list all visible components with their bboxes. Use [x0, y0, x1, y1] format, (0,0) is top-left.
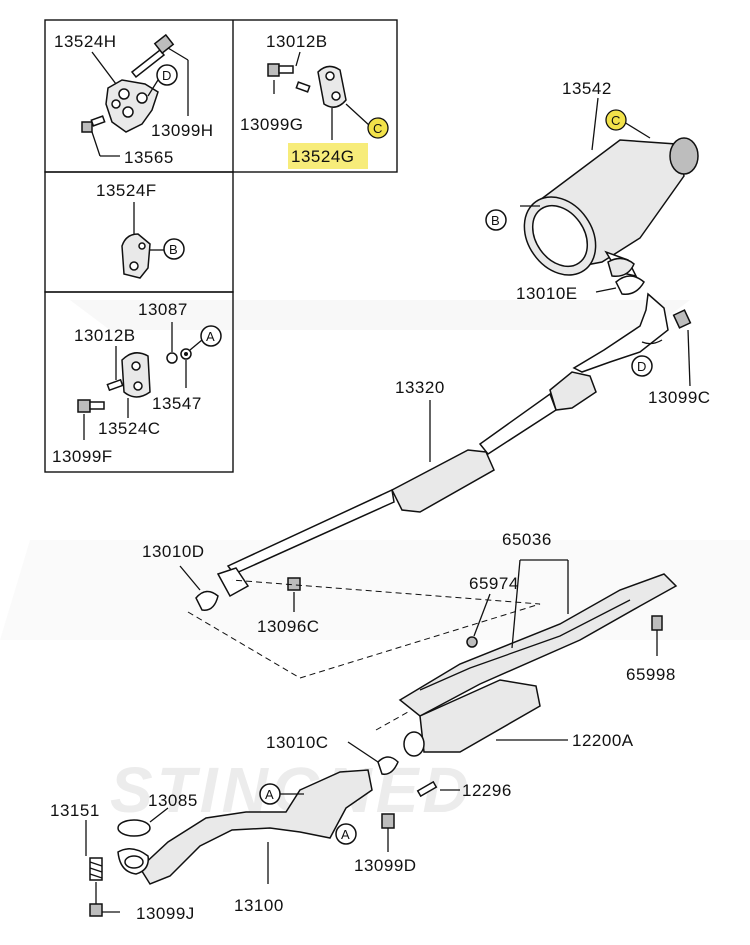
ref-circle-C-muffler [605, 109, 627, 131]
label-13547: 13547 [152, 394, 202, 413]
label-13565: 13565 [124, 148, 174, 167]
ref-A-frontpipe-1: A [265, 787, 274, 802]
bolt-13099J [89, 903, 103, 917]
label-13320: 13320 [395, 378, 445, 397]
muffler-13542-drawing [520, 137, 699, 278]
inset-boxes [44, 19, 398, 473]
label-13012B-top: 13012B [266, 32, 328, 51]
label-13010E: 13010E [516, 284, 578, 303]
hanger-13524G-drawing [267, 63, 347, 108]
ref-A-inset: A [206, 329, 215, 344]
ref-circle-A-frontpipe-2 [335, 823, 357, 845]
label-13151: 13151 [50, 801, 100, 820]
label-13099H: 13099H [151, 121, 214, 140]
ref-D: D [162, 68, 171, 83]
gasket-13010D [195, 590, 219, 611]
label-13099C: 13099C [648, 388, 711, 407]
label-13099J: 13099J [136, 904, 195, 923]
ref-circle-C-callout [367, 117, 389, 139]
label-13096C: 13096C [257, 617, 320, 636]
label-13524G: 13524G [291, 147, 355, 166]
nut-13096C [287, 577, 301, 591]
gasket-13010E [615, 275, 645, 295]
hanger-13524H-drawing [81, 33, 175, 133]
bolt-13099C [672, 309, 692, 329]
front-pipe-13100-drawing [117, 769, 373, 885]
label-13100: 13100 [234, 896, 284, 915]
gasket-13085 [117, 819, 151, 837]
label-13524H: 13524H [54, 32, 117, 51]
label-13524C: 13524C [98, 419, 161, 438]
ref-B-inset: B [169, 242, 178, 257]
hanger-13524C-drawing [77, 348, 192, 413]
label-65998: 65998 [626, 665, 676, 684]
bolt-13099D [381, 813, 395, 829]
label-13010D: 13010D [142, 542, 205, 561]
label-13524F: 13524F [96, 181, 157, 200]
ref-C-callout: C [373, 121, 382, 136]
ref-circle-B-muffler [485, 209, 507, 231]
spring-13151-drawing [89, 857, 103, 881]
ref-circle-D [156, 64, 178, 86]
label-65036: 65036 [502, 530, 552, 549]
heat-shield-65036-drawing [398, 573, 678, 717]
label-12200A: 12200A [572, 731, 634, 750]
ref-C-muffler: C [611, 113, 620, 128]
ref-circle-D-main [631, 355, 653, 377]
bolt-65998 [651, 615, 663, 631]
label-13542: 13542 [562, 79, 612, 98]
assembly-line-lower [375, 711, 409, 731]
clip-65974 [466, 636, 478, 648]
assembly-line-center [187, 579, 541, 679]
label-13099D: 13099D [354, 856, 417, 875]
hanger-13524F-drawing [121, 233, 151, 279]
label-13010C: 13010C [266, 733, 329, 752]
label-13087: 13087 [138, 300, 188, 319]
label-13085: 13085 [148, 791, 198, 810]
label-13099G: 13099G [240, 115, 304, 134]
label-65974: 65974 [469, 574, 519, 593]
ref-circle-B-inset [163, 238, 185, 260]
highlight-13524G [288, 143, 368, 169]
label-13012B: 13012B [74, 326, 136, 345]
ref-circle-A-inset [200, 325, 222, 347]
label-13099F: 13099F [52, 447, 113, 466]
gasket-13010C [377, 756, 399, 775]
label-12296: 12296 [462, 781, 512, 800]
ref-D-main: D [637, 359, 646, 374]
catalytic-converter-12200A-drawing [403, 679, 541, 757]
watermark: STINGNED [0, 300, 750, 826]
ref-B-muffler: B [491, 213, 500, 228]
stud-12296 [416, 780, 438, 798]
center-pipe-13320-drawing [216, 292, 669, 598]
ref-A-frontpipe-2: A [341, 827, 350, 842]
